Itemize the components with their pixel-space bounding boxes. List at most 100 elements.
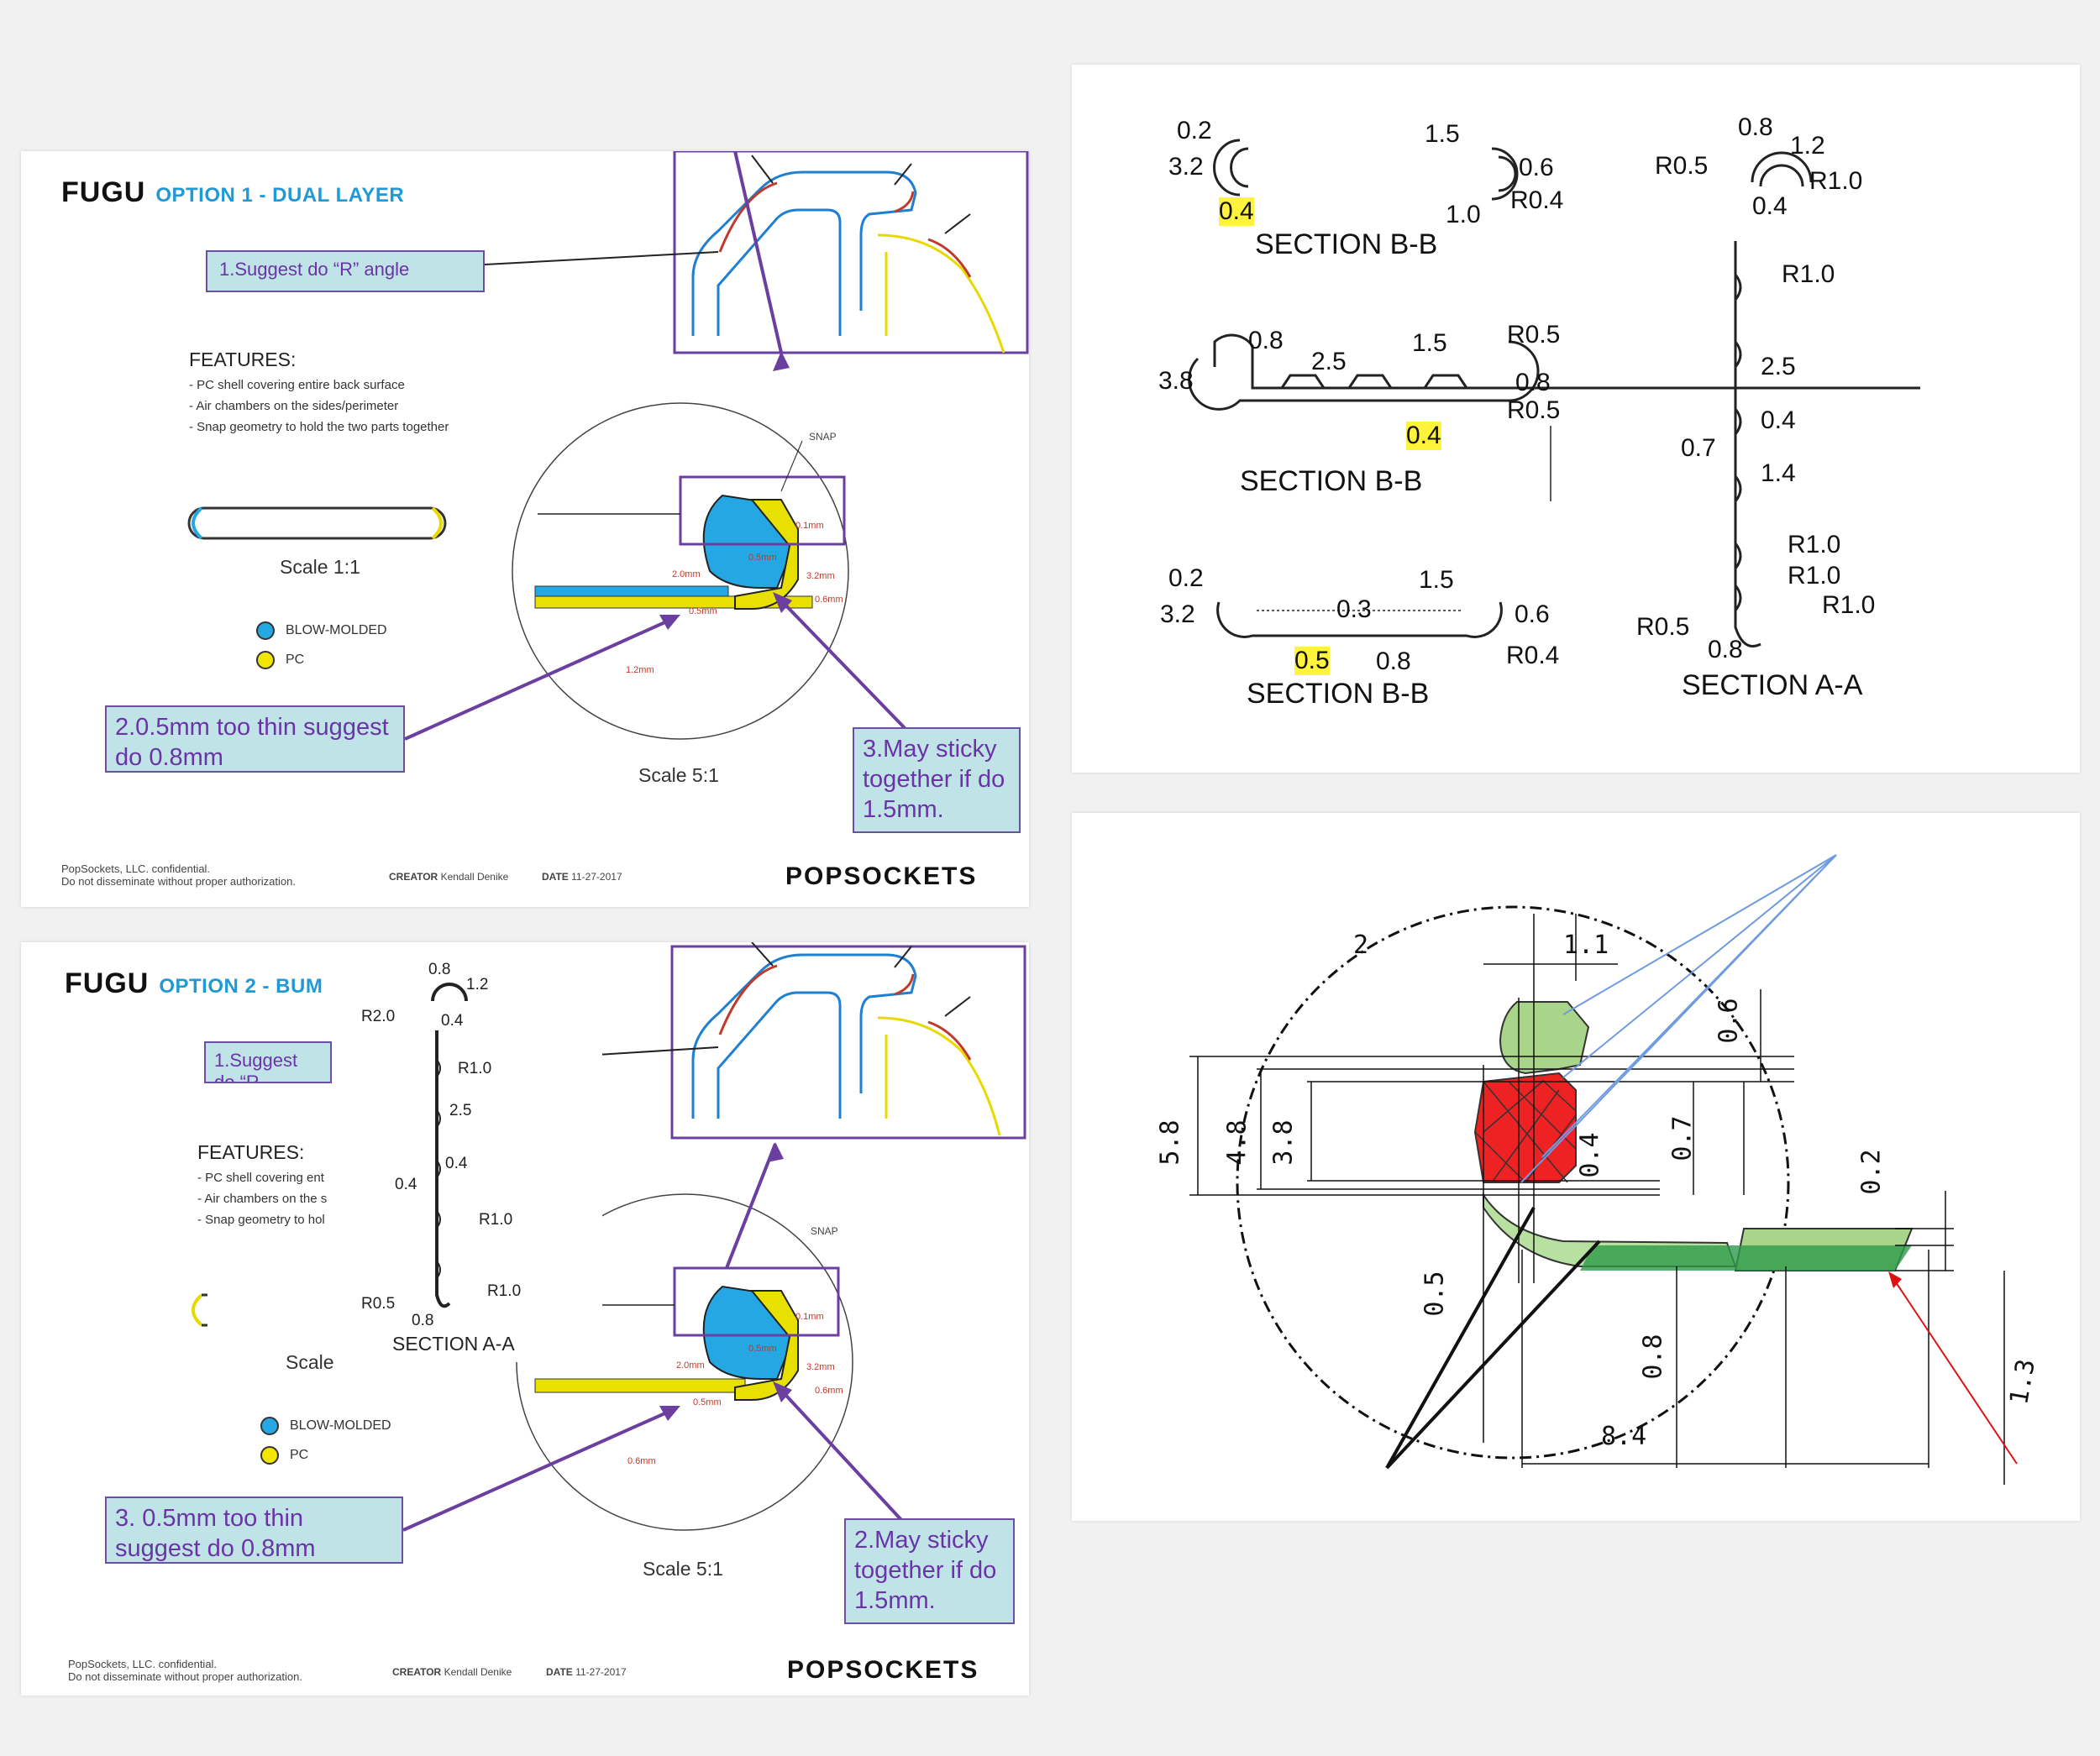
popsockets-logo: POPSOCKETS (787, 1656, 979, 1684)
features-title: FEATURES: (189, 349, 297, 370)
a-dim: 0.4 (1761, 406, 1796, 434)
b3-dim: 0.3 (1336, 595, 1372, 623)
disseminate-text: Do not disseminate without proper author… (61, 875, 296, 888)
a-dim: 0.8 (1708, 636, 1743, 663)
snap-label: SNAP (811, 1225, 838, 1237)
dim-label: 0.5mm (689, 606, 717, 616)
sectionA-dim: R1.0 (479, 1211, 513, 1229)
pc-swatch (260, 1446, 279, 1465)
note-2: 2.May sticky together if do 1.5mm. (844, 1518, 1015, 1624)
b3-dim: 0.8 (1376, 647, 1411, 675)
a-dim: R0.5 (1655, 152, 1709, 180)
sectionA-dim: R1.0 (487, 1282, 522, 1300)
b3-dim: 0.2 (1168, 564, 1204, 592)
dim-label: 0.5mm (748, 1344, 777, 1354)
brand-text: FUGU (61, 176, 146, 208)
b1-dim: R0.4 (1510, 186, 1564, 214)
dim-label: 0.5mm (748, 553, 777, 563)
note-3: 3.May sticky together if do 1.5mm. (853, 727, 1021, 833)
creator-label: CREATOR (392, 1666, 442, 1678)
legend-pc: PC (286, 653, 305, 667)
feature-3: - Snap geometry to hol (197, 1213, 325, 1227)
snap-label: SNAP (809, 431, 837, 443)
dim-label: 1.2mm (626, 665, 654, 675)
detail-panel: 2 1.1 5.8 4.8 3.8 0.6 0.4 0.7 0.2 0.5 0.… (1072, 813, 2080, 1521)
a-dim: 0.7 (1681, 434, 1716, 462)
note-1: 1.Suggest do “R” angle (206, 250, 485, 292)
b2-dim-highlight: 0.4 (1406, 422, 1441, 450)
feature-2: - Air chambers on the sides/perimeter (189, 399, 399, 413)
disseminate-text: Do not disseminate without proper author… (68, 1670, 302, 1683)
legend-pc: PC (290, 1448, 309, 1462)
sectionA-dim: 2.5 (449, 1102, 472, 1119)
b3-dim-highlight: 0.5 (1294, 647, 1330, 675)
option2-drawing (192, 942, 1026, 1532)
b1-label: SECTION B-B (1255, 228, 1438, 260)
detail-dim: 0.5 (1420, 1271, 1450, 1317)
a-dim: 1.4 (1761, 459, 1796, 487)
a-dim: R1.0 (1788, 531, 1841, 558)
dim-label: 0.6mm (815, 595, 843, 605)
date-label: DATE (542, 871, 569, 883)
sectionA-label: SECTION A-A (392, 1333, 515, 1355)
confidential-text: PopSockets, LLC. confidential. (68, 1658, 218, 1670)
a-dim: 1.2 (1790, 132, 1825, 160)
legend-blow-molded: BLOW-MOLDED (286, 623, 387, 637)
b1-dim: 3.2 (1168, 153, 1204, 181)
b1-dim-highlight: 0.4 (1219, 197, 1254, 226)
date-value: 11-27-2017 (571, 871, 622, 883)
date-label: DATE (546, 1666, 573, 1678)
dim-label: 3.2mm (806, 571, 835, 581)
blow-molded-swatch (256, 621, 275, 640)
a-dim: R1.0 (1822, 591, 1876, 619)
note-3: 3. 0.5mm too thin suggest do 0.8mm (105, 1497, 403, 1564)
sectionA-dim: R0.5 (361, 1295, 396, 1313)
title: FUGU OPTION 2 - BUM (65, 967, 323, 1000)
b1-dim: 0.6 (1519, 154, 1554, 181)
detail-dim: 0.7 (1667, 1115, 1698, 1161)
dim-label: 0.6mm (815, 1386, 843, 1396)
note-1: 1.Suggest do “R (204, 1041, 332, 1083)
b3-dim: R0.4 (1506, 642, 1560, 669)
detail-dim: 0.6 (1714, 998, 1744, 1044)
brand-text: FUGU (65, 967, 150, 999)
b1-dim: 1.5 (1425, 120, 1460, 148)
b2-dim: 0.8 (1248, 327, 1284, 354)
sectionA-dim: 0.4 (395, 1176, 417, 1193)
sectionA-dim: 0.8 (412, 1312, 434, 1329)
dim-label: 0.6mm (627, 1456, 656, 1466)
creator-name: Kendall Denike (440, 871, 509, 883)
option-text: OPTION 2 - BUM (159, 975, 323, 998)
scale-5-label: Scale 5:1 (638, 764, 719, 786)
dim-label: 2.0mm (676, 1360, 705, 1371)
sections-panel: 0.2 3.2 0.4 1.5 0.6 1.0 R0.4 SECTION B-B… (1072, 65, 2080, 773)
detail-dim: 0.2 (1856, 1149, 1887, 1195)
a-dim: R1.0 (1788, 562, 1841, 590)
b3-dim: 1.5 (1419, 566, 1454, 594)
b2-label: SECTION B-B (1240, 465, 1423, 497)
note-2: 2.0.5mm too thin suggest do 0.8mm (105, 705, 405, 773)
sectionA-dim: 0.4 (445, 1155, 468, 1172)
b2-dim: 0.8 (1515, 369, 1551, 396)
detail-dim: 4.8 (1222, 1119, 1252, 1166)
sections-drawing (1188, 139, 1920, 647)
features-title: FEATURES: (197, 1141, 305, 1163)
scale-1-label: Scale 1:1 (280, 556, 360, 578)
scale-5-label: Scale 5:1 (643, 1558, 723, 1580)
detail-drawing (1189, 854, 2018, 1485)
dim-label: 0.1mm (795, 521, 824, 531)
option1-drawing (187, 151, 1029, 741)
legend-blow-molded: BLOW-MOLDED (290, 1418, 391, 1433)
date-value: 11-27-2017 (575, 1666, 627, 1678)
b1-dim: 1.0 (1446, 201, 1481, 228)
b2-dim: 1.5 (1412, 329, 1447, 357)
b1-dim: 0.2 (1177, 117, 1212, 144)
detail-dim: 0.8 (1638, 1334, 1668, 1380)
b2-dim: R0.5 (1507, 396, 1561, 424)
option1-panel: FUGU OPTION 1 - DUAL LAYER 1.Suggest do “… (21, 151, 1029, 907)
detail-dim: 2 (1353, 930, 1369, 960)
option-text: OPTION 1 - DUAL LAYER (155, 184, 405, 207)
a-dim: 2.5 (1761, 353, 1796, 380)
detail-dim: 5.8 (1155, 1119, 1185, 1166)
sectionA-dim: R1.0 (458, 1060, 492, 1077)
